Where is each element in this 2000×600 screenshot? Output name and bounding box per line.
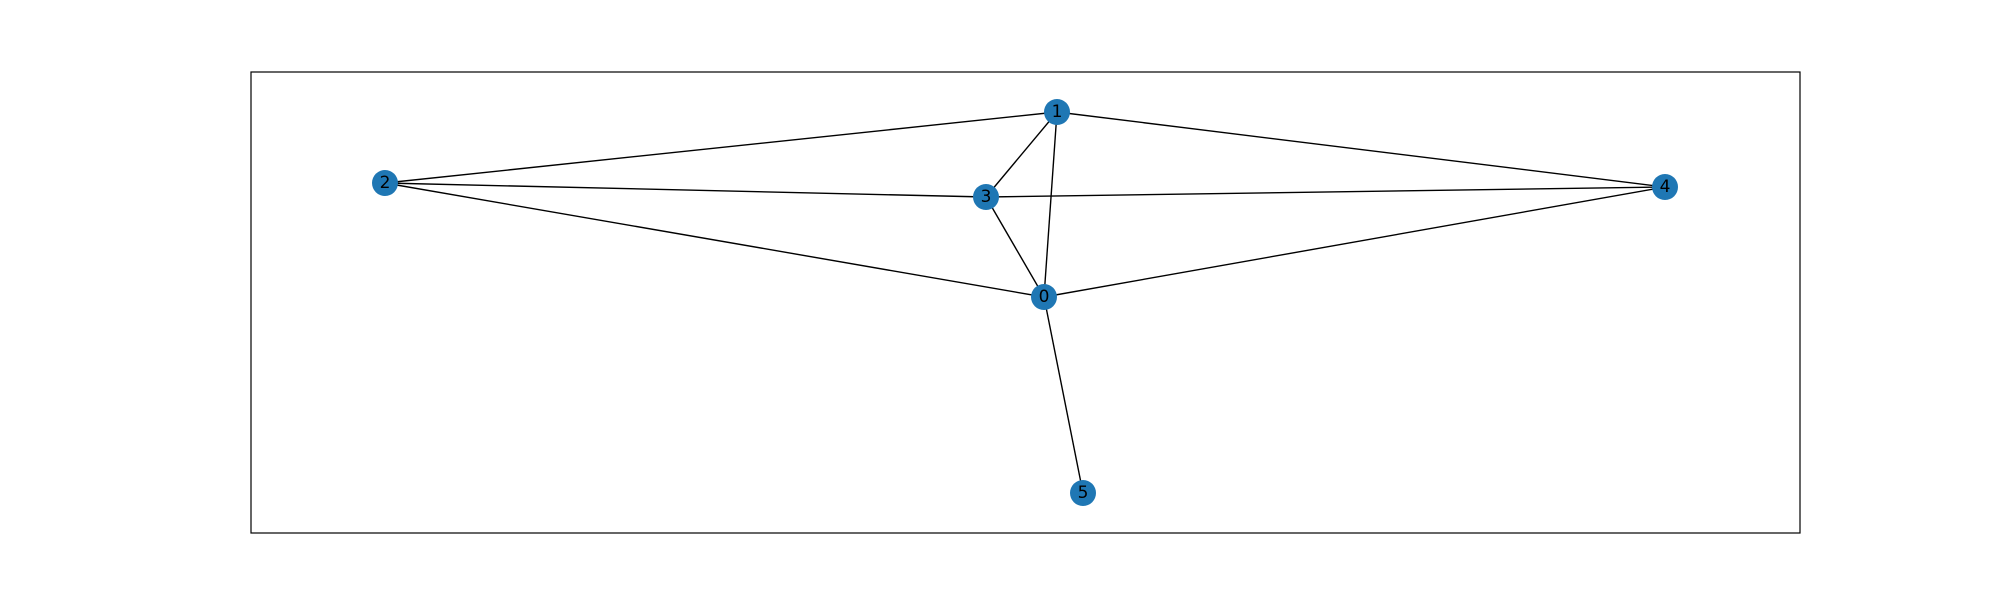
- edge-0-5: [1043, 296, 1084, 494]
- edge-0-1: [1043, 111, 1058, 298]
- node-3: 3: [973, 184, 999, 210]
- edge-0-2: [384, 182, 1045, 298]
- node-0-circle: [1031, 284, 1057, 310]
- node-3-label: 3: [981, 187, 992, 207]
- edge-1-2: [384, 111, 1058, 184]
- node-0: 0: [1031, 284, 1057, 310]
- nodes-layer: 0 1 2 3 4 5: [372, 99, 1678, 506]
- edge-1-3: [985, 111, 1058, 198]
- node-5: 5: [1070, 480, 1096, 506]
- edge-3-4: [985, 186, 1666, 198]
- node-1: 1: [1044, 99, 1070, 125]
- edge-2-3: [384, 182, 987, 198]
- node-2-circle: [372, 170, 398, 196]
- edge-0-3: [985, 196, 1045, 298]
- edges-layer: [384, 111, 1666, 494]
- node-1-circle: [1044, 99, 1070, 125]
- node-4-label: 4: [1660, 177, 1671, 197]
- node-0-label: 0: [1039, 287, 1050, 307]
- node-5-circle: [1070, 480, 1096, 506]
- edge-1-4: [1056, 111, 1666, 188]
- plot-frame: [250, 71, 1801, 534]
- node-4-circle: [1652, 174, 1678, 200]
- node-5-label: 5: [1078, 483, 1089, 503]
- edge-0-4: [1043, 186, 1666, 298]
- node-2-label: 2: [380, 173, 391, 193]
- node-1-label: 1: [1052, 102, 1063, 122]
- node-3-circle: [973, 184, 999, 210]
- node-4: 4: [1652, 174, 1678, 200]
- node-2: 2: [372, 170, 398, 196]
